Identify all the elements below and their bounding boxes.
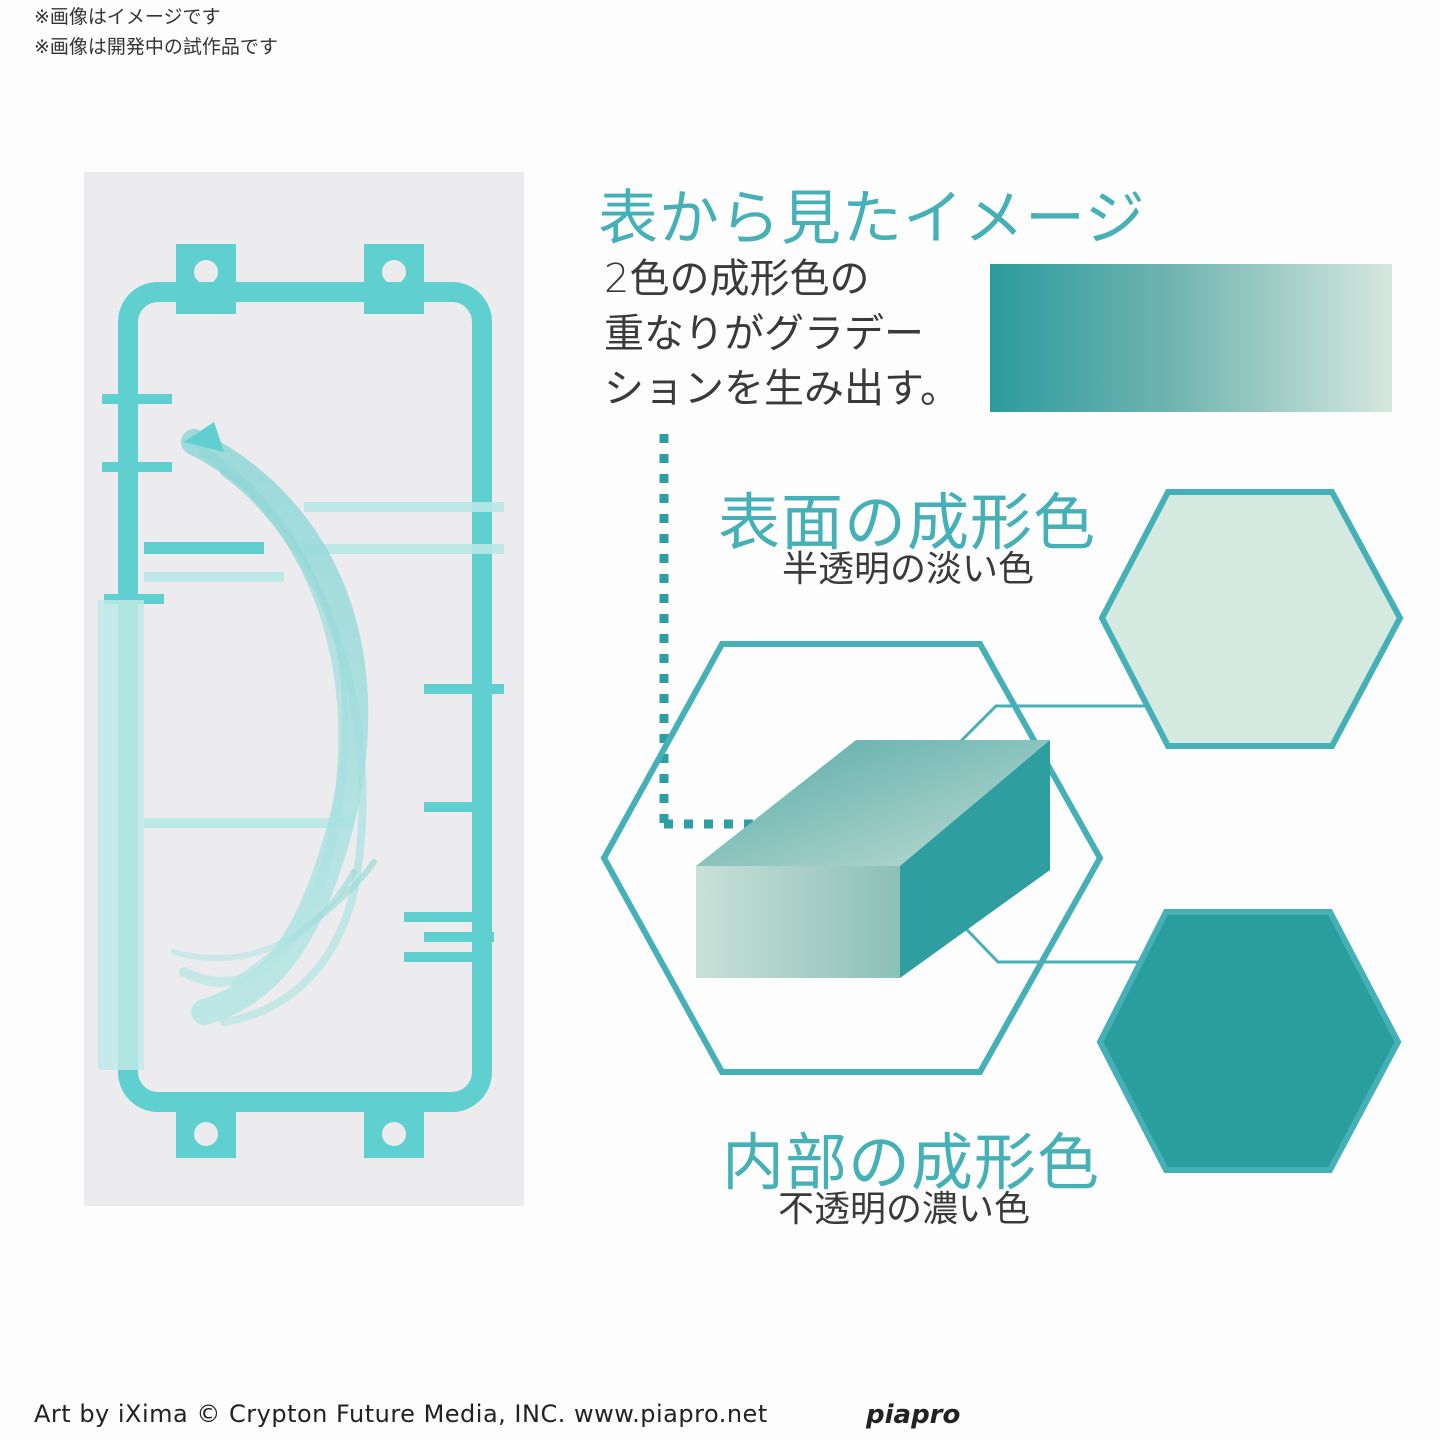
arrow-right-icon [780, 800, 822, 850]
surface-color-title: 表面の成形色 [718, 486, 1097, 559]
runner-photo [84, 172, 524, 1206]
description-line: 2色の成形色の [604, 256, 870, 302]
layer-block [696, 740, 1050, 978]
heading-front-view: 表から見たイメージ [598, 184, 1146, 254]
inner-color-hexagon [1096, 909, 1402, 1173]
note-image-disclaimer: ※画像はイメージです [34, 6, 221, 28]
piapro-logo: piapro [866, 1400, 961, 1430]
surface-color-hexagon [1098, 489, 1404, 749]
surface-color-subtitle: 半透明の淡い色 [782, 549, 1035, 590]
cross-section-hexagon [600, 641, 1104, 1075]
description-line: 重なりがグラデー [604, 311, 924, 357]
copyright-credit: Art by iXima © Crypton Future Media, INC… [34, 1400, 768, 1428]
gradient-description: 2色の成形色の 重なりがグラデー ションを生み出す。 [604, 252, 960, 417]
inner-color-title: 内部の成形色 [722, 1126, 1101, 1199]
description-line: ションを生み出す。 [604, 366, 960, 412]
note-prototype-disclaimer: ※画像は開発中の試作品です [34, 36, 278, 58]
inner-color-subtitle: 不透明の濃い色 [778, 1189, 1031, 1230]
gradient-swatch [990, 264, 1392, 412]
